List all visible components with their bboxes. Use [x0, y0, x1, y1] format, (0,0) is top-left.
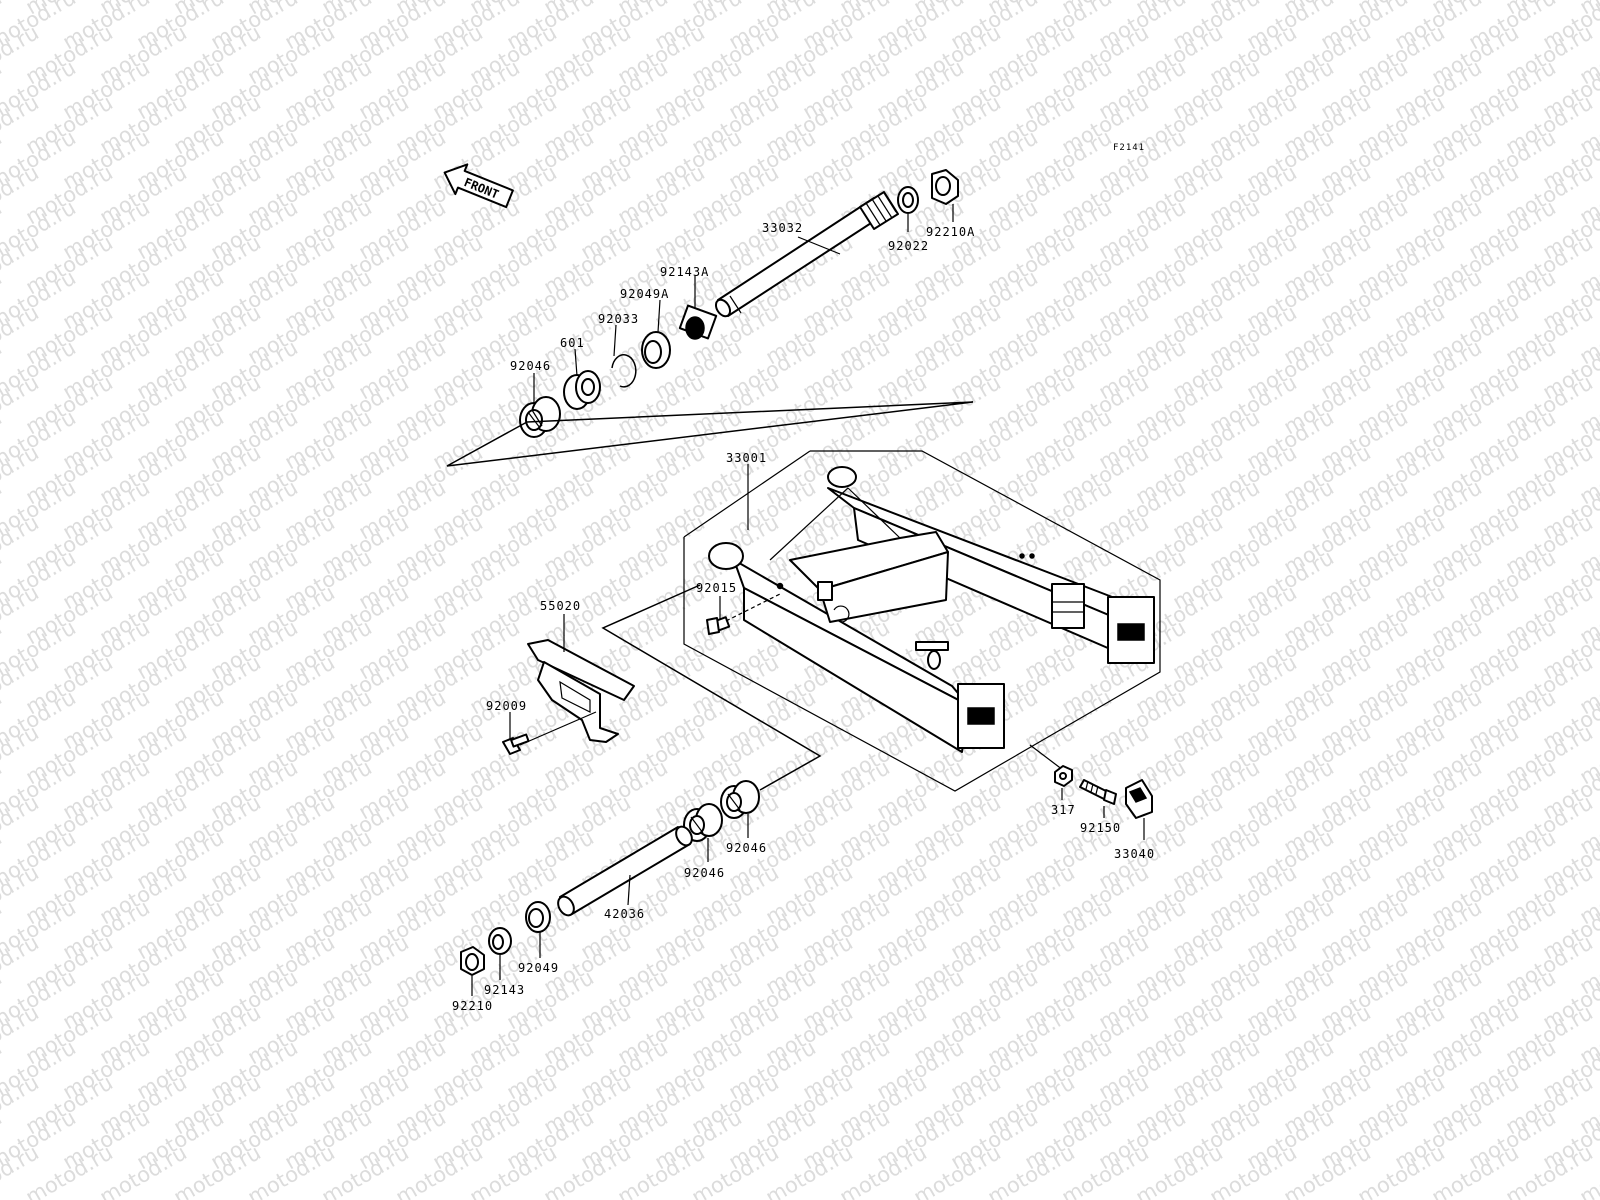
- front-arrow-icon: FRONT: [443, 163, 514, 209]
- nut-92210[interactable]: [460, 946, 485, 976]
- part-label[interactable]: 92049A: [620, 287, 669, 301]
- adjuster-block-33040[interactable]: [1125, 779, 1153, 819]
- collar-92143A[interactable]: [678, 304, 718, 340]
- swingarm-33001[interactable]: [683, 450, 1161, 792]
- part-label[interactable]: 33001: [726, 451, 767, 465]
- part-label[interactable]: 33032: [762, 221, 803, 235]
- part-label[interactable]: 92049: [518, 961, 559, 975]
- chain-guard-55020[interactable]: [519, 639, 635, 746]
- part-label[interactable]: 92150: [1080, 821, 1121, 835]
- nut-317[interactable]: [1054, 765, 1073, 787]
- part-label[interactable]: 92022: [888, 239, 929, 253]
- part-label[interactable]: 33040: [1114, 847, 1155, 861]
- sleeve-42036[interactable]: [555, 824, 695, 918]
- part-label[interactable]: 92015: [696, 581, 737, 595]
- part-label[interactable]: 92143: [484, 983, 525, 997]
- part-label[interactable]: 601: [560, 336, 585, 350]
- part-label[interactable]: 55020: [540, 599, 581, 613]
- collar-92143[interactable]: [488, 927, 512, 955]
- snap-ring-92033[interactable]: [611, 354, 637, 388]
- part-label[interactable]: 92046: [726, 841, 767, 855]
- part-label[interactable]: 42036: [604, 907, 645, 921]
- figure-code: F2141: [1113, 143, 1145, 153]
- seal-92049A[interactable]: [641, 331, 671, 369]
- washer-92022[interactable]: [897, 186, 919, 214]
- part-label[interactable]: 92210: [452, 999, 493, 1013]
- part-label[interactable]: 92046: [510, 359, 551, 373]
- part-label[interactable]: 92046: [684, 866, 725, 880]
- part-label[interactable]: 92009: [486, 699, 527, 713]
- bearing-601[interactable]: [563, 370, 601, 410]
- needle-bearing-92046-upper[interactable]: [519, 396, 561, 438]
- bolt-92009[interactable]: [502, 733, 530, 755]
- pivot-shaft-33032[interactable]: [713, 191, 899, 319]
- needle-bearing-92046-lower-right[interactable]: [720, 780, 760, 819]
- part-label[interactable]: 317: [1051, 803, 1076, 817]
- adjuster-guide-line: [1029, 744, 1064, 771]
- part-label[interactable]: 92210A: [926, 225, 975, 239]
- seal-92049[interactable]: [525, 901, 551, 933]
- part-label[interactable]: 92143A: [660, 265, 709, 279]
- part-label[interactable]: 92033: [598, 312, 639, 326]
- nut-92210A[interactable]: [931, 169, 959, 205]
- bolt-92150[interactable]: [1079, 779, 1117, 805]
